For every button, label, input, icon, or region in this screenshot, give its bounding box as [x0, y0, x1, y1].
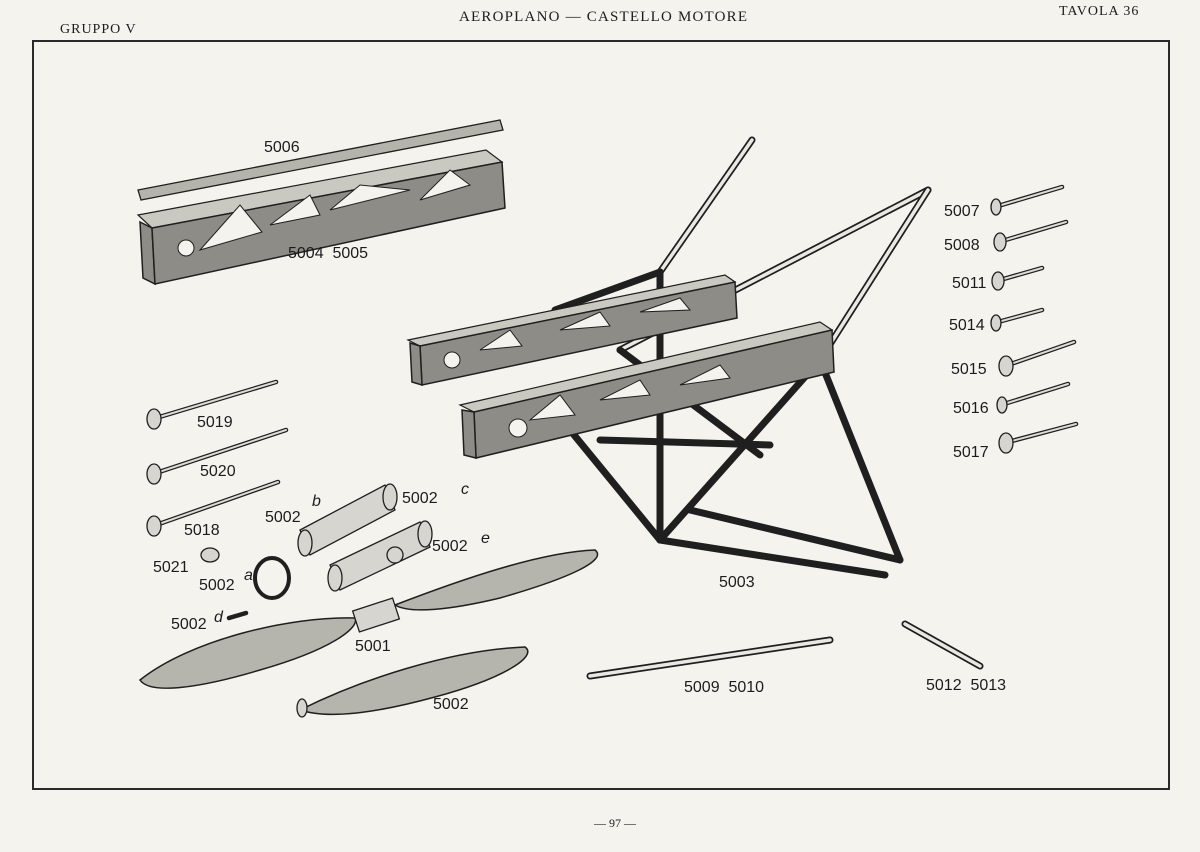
page-number: — 97 —: [594, 816, 636, 830]
label-5019: 5019: [197, 414, 233, 431]
part-5020-bolt: [146, 427, 289, 485]
label-5002b: 5002: [265, 509, 301, 526]
label-5015: 5015: [951, 361, 987, 378]
group-label: GRUPPO V: [60, 22, 137, 37]
label-5002c-suffix: c: [461, 481, 469, 498]
label-5017: 5017: [953, 444, 989, 461]
part-5011-bolt: [991, 265, 1045, 291]
part-5019-bolt: [146, 379, 279, 430]
plate-number: TAVOLA 36: [1059, 4, 1140, 19]
label-5002: 5002: [433, 696, 469, 713]
part-5002d-screw: [226, 610, 249, 621]
label-5003: 5003: [719, 574, 755, 591]
part-5021-bushing: [200, 547, 220, 563]
part-5001-propeller: [138, 549, 599, 689]
label-5011: 5011: [952, 275, 987, 292]
part-5012-link: [901, 620, 984, 670]
part-5002e-clamp: [327, 520, 433, 592]
label-5021: 5021: [153, 559, 189, 576]
label-5001: 5001: [355, 638, 391, 655]
page-title: AEROPLANO — CASTELLO MOTORE: [459, 9, 749, 25]
label-5002d-suffix: d: [214, 609, 224, 626]
part-5003-engine-mount: [406, 136, 932, 579]
label-5002a: 5002: [199, 577, 235, 594]
label-5020: 5020: [200, 463, 236, 480]
part-5007-bolt: [990, 184, 1065, 216]
part-5008-bolt: [993, 219, 1069, 252]
label-5002b-suffix: b: [312, 493, 321, 510]
plate-frame: [32, 40, 1170, 790]
label-5014: 5014: [949, 317, 985, 334]
label-5008: 5008: [944, 237, 980, 254]
part-5014-bolt: [990, 307, 1045, 332]
label-5002c: 5002: [402, 490, 438, 507]
label-5018: 5018: [184, 522, 220, 539]
part-5002-blade: [296, 646, 529, 718]
label-5009-5010: 5009 5010: [684, 679, 764, 696]
label-5007: 5007: [944, 203, 980, 220]
part-5018-bolt: [146, 479, 281, 537]
label-5006: 5006: [264, 139, 300, 156]
part-5017-bolt: [998, 421, 1079, 454]
part-5002a-flange: [253, 556, 291, 600]
part-5002b-clamp: [297, 483, 398, 557]
label-5016: 5016: [953, 400, 989, 417]
label-5002e: 5002: [432, 538, 468, 555]
part-5009-strut: [586, 636, 834, 680]
part-5016-bolt: [996, 381, 1071, 414]
label-5012-5013: 5012 5013: [926, 677, 1006, 694]
label-5004-5005: 5004 5005: [288, 245, 368, 262]
part-5004-beam: [136, 149, 506, 286]
label-5002a-suffix: a: [244, 567, 253, 584]
label-5002e-suffix: e: [481, 530, 490, 547]
part-5015-bolt: [998, 339, 1077, 377]
part-5006-strip: [137, 119, 504, 201]
label-5002d: 5002: [171, 616, 207, 633]
